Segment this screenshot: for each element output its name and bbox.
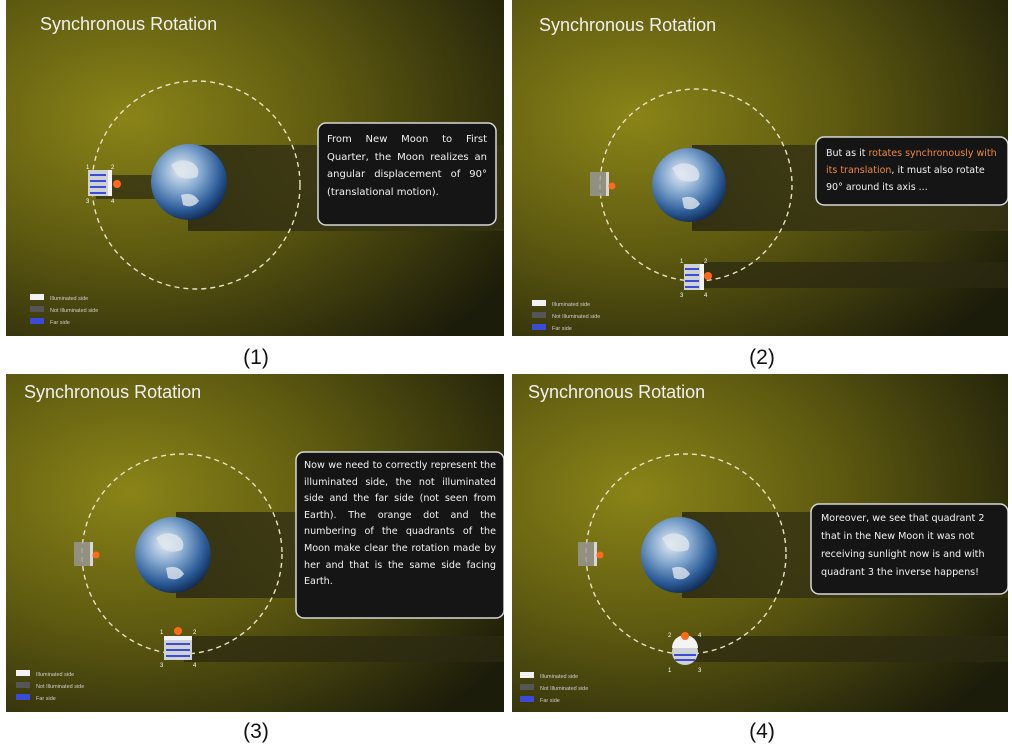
quadrant-2: 2 <box>668 633 672 639</box>
quadrant-4: 4 <box>193 663 197 669</box>
orange-dot <box>113 180 121 188</box>
earth-clouds <box>171 160 199 207</box>
quadrant-2: 2 <box>111 165 115 171</box>
quadrant-3: 3 <box>160 663 164 669</box>
legend: Illuminated side Not Illuminated side Fa… <box>30 294 98 326</box>
moon <box>684 264 712 290</box>
info-text: But as it rotates synchronously with its… <box>816 137 1008 202</box>
legend-illuminated: Illuminated side <box>552 302 590 308</box>
quadrant-1: 1 <box>160 630 164 636</box>
moon-new-position-ghost <box>590 172 616 196</box>
moon <box>88 170 121 196</box>
info-text: From New Moon to First Quarter, the Moon… <box>327 134 487 198</box>
moon-new-position-ghost <box>578 542 604 566</box>
orange-dot <box>681 632 689 640</box>
legend-illuminated: Illuminated side <box>36 672 74 678</box>
caption-4: (4) <box>749 720 775 743</box>
moon <box>672 632 698 665</box>
info-box <box>317 122 497 226</box>
caption-1: (1) <box>243 346 269 369</box>
panel-title: Synchronous Rotation <box>24 382 201 402</box>
panel-title: Synchronous Rotation <box>40 14 217 34</box>
earth <box>135 517 211 593</box>
caption-2: (2) <box>749 346 775 369</box>
quadrant-1: 1 <box>680 259 684 265</box>
panel-1-scene: 1 2 3 4 Synchronous Rotation From New Mo… <box>6 0 504 336</box>
panel-2-scene: 1 2 3 4 Synchronous Rotation But as it r… <box>512 0 1008 336</box>
quadrant-1: 1 <box>86 165 90 171</box>
panel-1: 1 2 3 4 Synchronous Rotation From New Mo… <box>6 0 504 336</box>
moon-shadow <box>184 636 504 662</box>
moon <box>164 627 192 660</box>
earth <box>151 144 227 220</box>
panel-4: 2 4 1 3 Synchronous Rotation Moreover, w… <box>512 374 1008 712</box>
quadrant-3: 3 <box>86 199 90 205</box>
panel-4-scene: 2 4 1 3 Synchronous Rotation Moreover, w… <box>512 374 1008 712</box>
legend-not-illuminated: Not Illuminated side <box>540 686 588 692</box>
earth-clouds <box>662 533 690 580</box>
quadrant-3: 3 <box>698 668 702 674</box>
legend-far: Far side <box>50 320 70 326</box>
quadrant-4: 4 <box>704 293 708 299</box>
legend-illuminated: Illuminated side <box>540 674 578 680</box>
panel-title: Synchronous Rotation <box>528 382 705 402</box>
moon-new-position-ghost <box>74 542 100 566</box>
panel-2: 1 2 3 4 Synchronous Rotation But as it r… <box>512 0 1008 336</box>
earth <box>652 148 726 222</box>
legend: Illuminated side Not Illuminated side Fa… <box>520 672 588 704</box>
panel-title: Synchronous Rotation <box>539 15 716 35</box>
earth-clouds <box>156 533 184 580</box>
legend-far: Far side <box>540 698 560 704</box>
info-box <box>295 451 504 619</box>
info-text: Now we need to correctly represent the i… <box>304 460 496 588</box>
info-text-part2: , it must also rotate 90° around its axi… <box>826 165 985 193</box>
legend-far: Far side <box>36 696 56 702</box>
moon-shadow <box>702 262 1008 288</box>
info-box <box>815 136 1008 206</box>
quadrant-4: 4 <box>698 633 702 639</box>
moon-shadow <box>692 636 1008 662</box>
info-box <box>810 503 1008 595</box>
orange-dot <box>174 627 182 635</box>
quadrant-2: 2 <box>704 259 708 265</box>
earth <box>641 517 717 593</box>
legend-illuminated: Illuminated side <box>50 296 88 302</box>
orange-dot <box>704 272 712 280</box>
legend: Illuminated side Not Illuminated side Fa… <box>16 670 84 702</box>
quadrant-3: 3 <box>680 293 684 299</box>
earth-clouds <box>672 163 700 210</box>
legend-far: Far side <box>552 326 572 332</box>
legend-not-illuminated: Not Illuminated side <box>50 308 98 314</box>
quadrant-2: 2 <box>193 630 197 636</box>
legend-not-illuminated: Not Illuminated side <box>552 314 600 320</box>
panel-3: 1 2 3 4 Synchronous Rotation Now we need… <box>6 374 504 712</box>
panel-3-scene: 1 2 3 4 Synchronous Rotation Now we need… <box>6 374 504 712</box>
quadrant-1: 1 <box>668 668 672 674</box>
info-text: Moreover, we see that quadrant 2 that in… <box>821 513 985 578</box>
info-text-highlight: rotates synchronously with its translati… <box>826 148 997 176</box>
info-text-part1: But as it <box>826 148 869 159</box>
caption-3: (3) <box>243 720 269 743</box>
quadrant-4: 4 <box>111 199 115 205</box>
legend: Illuminated side Not Illuminated side Fa… <box>532 300 600 332</box>
legend-not-illuminated: Not Illuminated side <box>36 684 84 690</box>
